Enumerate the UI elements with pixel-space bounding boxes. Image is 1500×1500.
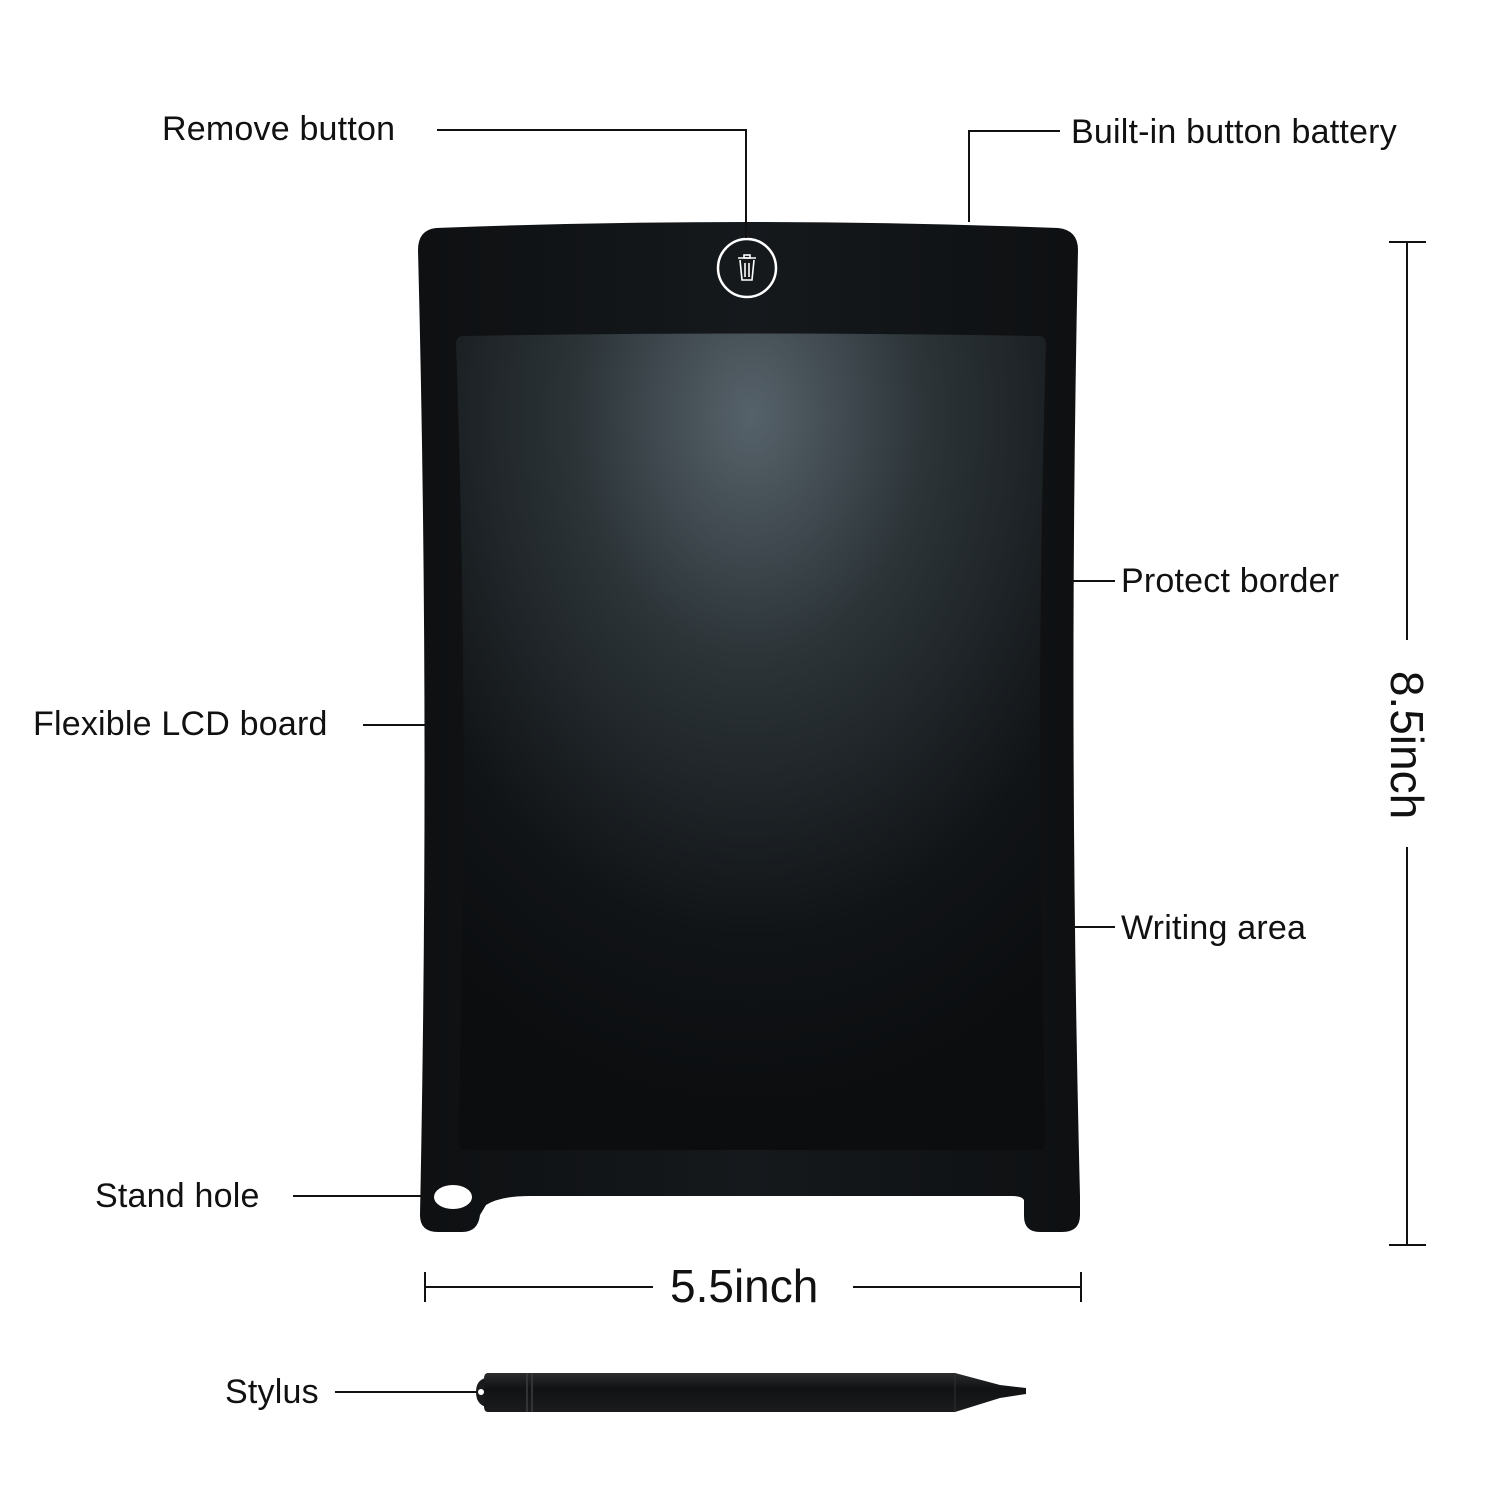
stylus-pen (476, 1373, 1026, 1412)
width-dimension-label: 5.5inch (670, 1260, 819, 1312)
label-flexible-lcd-board: Flexible LCD board (33, 705, 328, 743)
leader-lines (293, 129, 1115, 1393)
stand-hole (434, 1185, 472, 1209)
label-remove-button: Remove button (162, 110, 396, 148)
height-dimension-label: 8.5inch (1381, 670, 1433, 820)
leader-remove-button (437, 129, 747, 238)
writing-area-screen (456, 333, 1046, 1150)
height-dimension-wrapper: 8.5inch (1307, 671, 1500, 819)
label-built-in-battery: Built-in button battery (1071, 113, 1397, 151)
label-stand-hole: Stand hole (95, 1177, 260, 1215)
remove-button[interactable] (716, 237, 778, 299)
height-dimension-line (1389, 241, 1426, 1246)
label-stylus: Stylus (225, 1373, 319, 1411)
width-dimension-line (424, 1272, 1082, 1302)
trash-icon (738, 254, 756, 281)
label-protect-border: Protect border (1121, 562, 1340, 600)
label-writing-area: Writing area (1121, 909, 1307, 947)
leader-battery (968, 130, 1060, 222)
